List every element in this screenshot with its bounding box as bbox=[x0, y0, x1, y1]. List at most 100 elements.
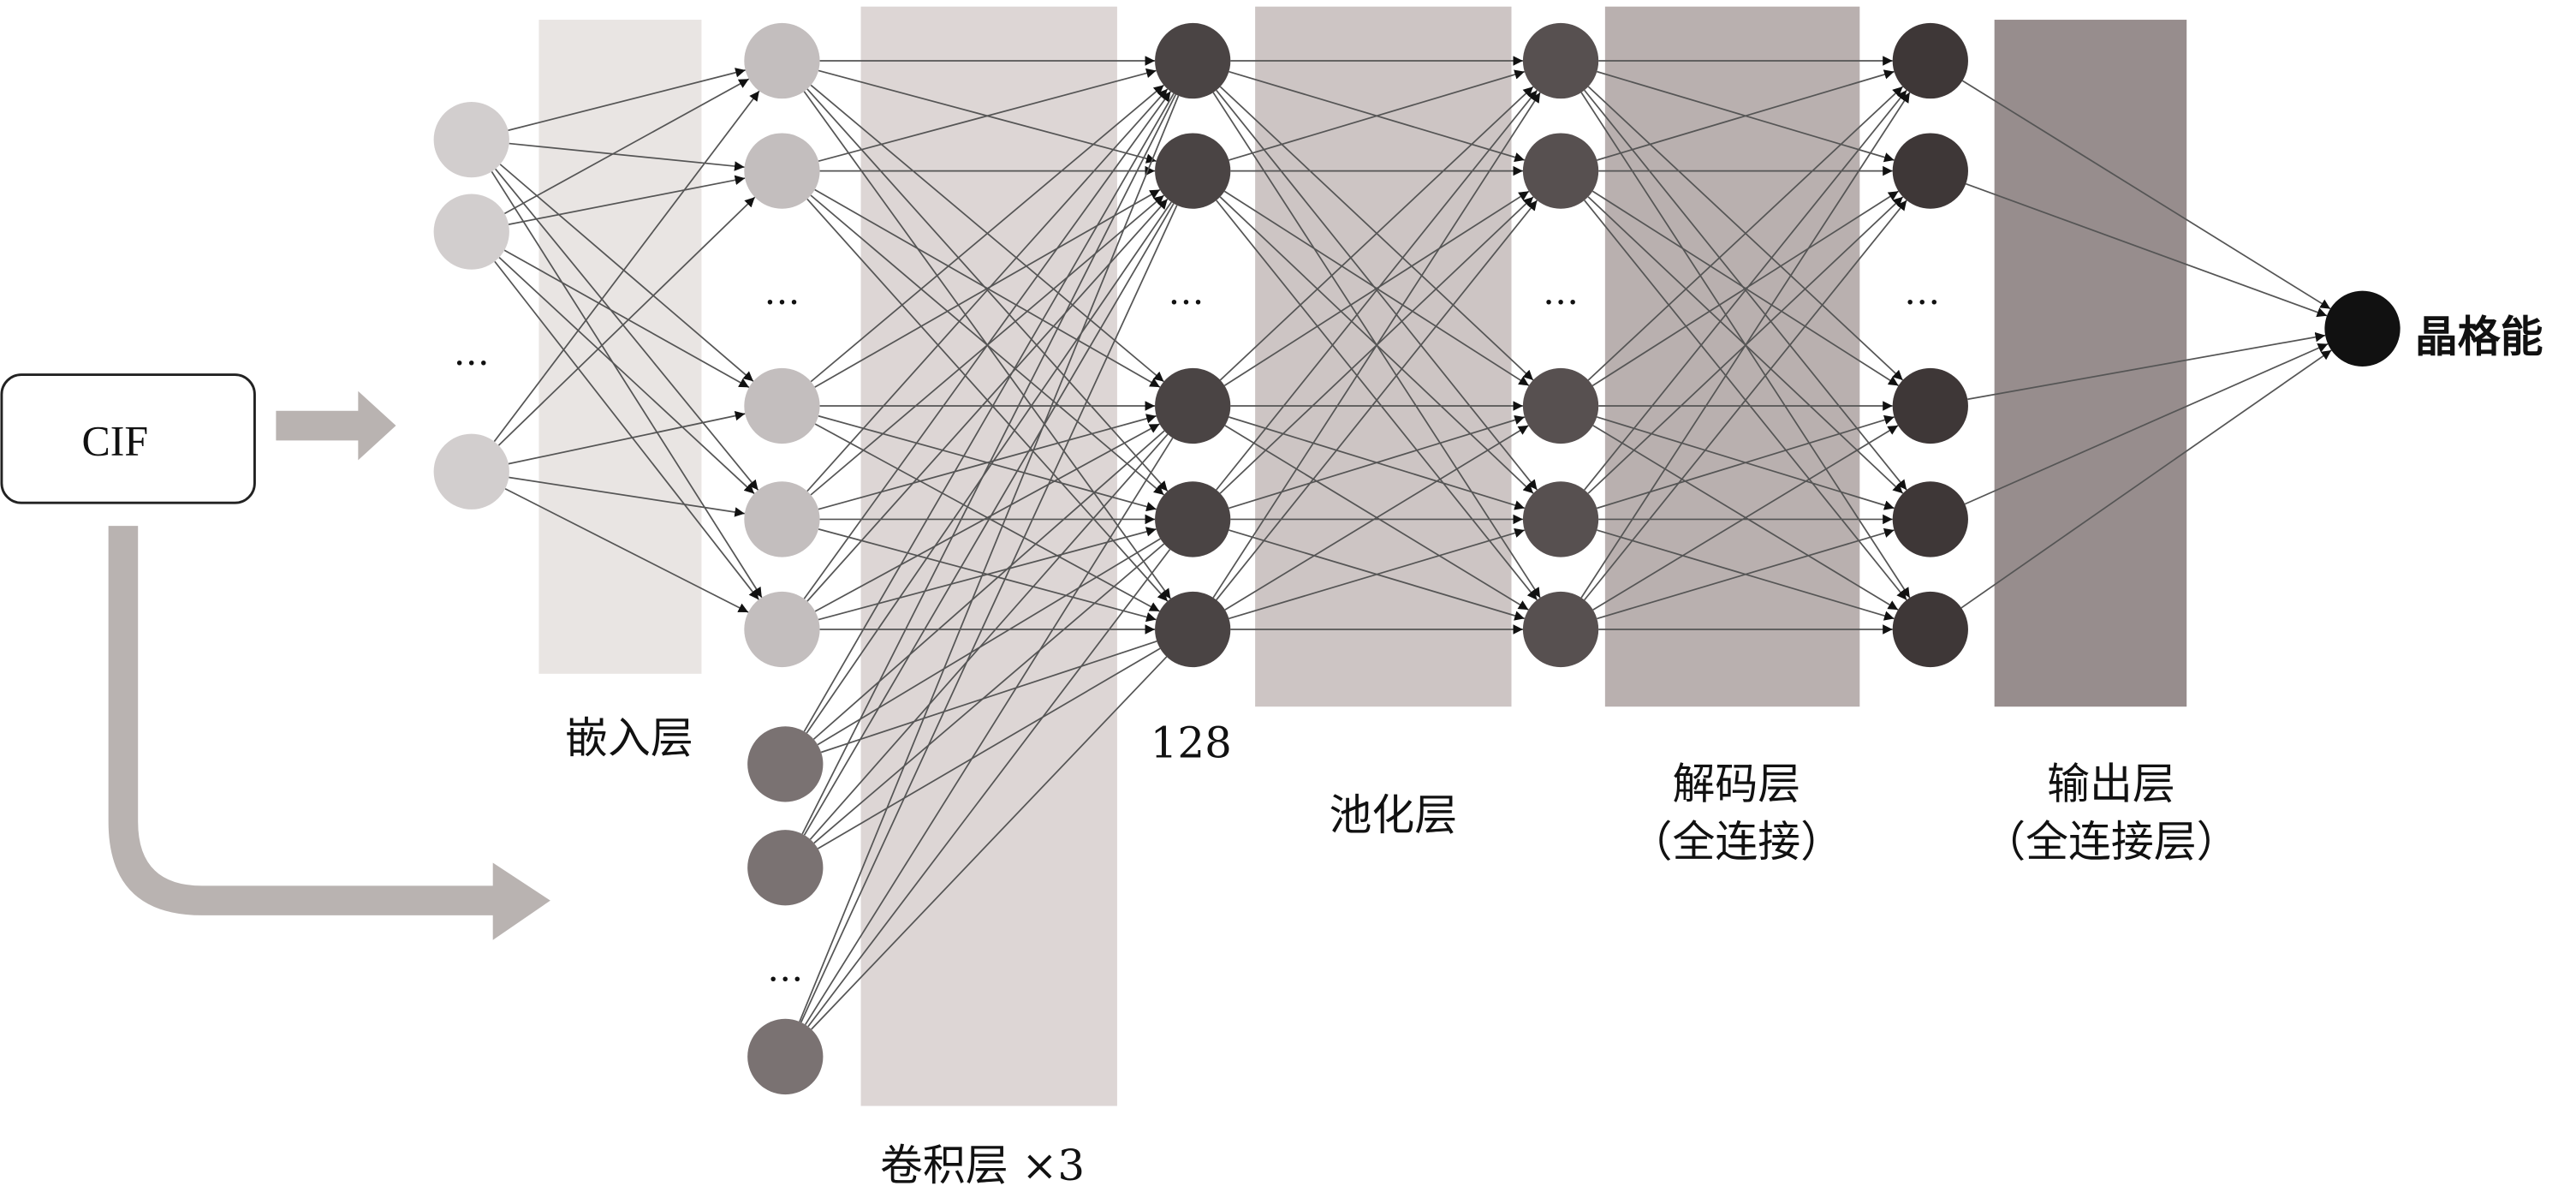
edge-extra-conv bbox=[817, 538, 1161, 746]
edge-extra-conv bbox=[804, 437, 1174, 1025]
right-arrow-icon bbox=[276, 390, 396, 461]
edge-input-embed bbox=[494, 260, 759, 600]
edge-extra-conv bbox=[801, 94, 1177, 835]
edge-conv-pool bbox=[1223, 190, 1530, 386]
edge-input-embed bbox=[499, 164, 754, 382]
edge-dec-target bbox=[1967, 331, 2326, 401]
edge-dec-target bbox=[1965, 182, 2328, 318]
edge-pool-dec bbox=[1584, 89, 1907, 491]
target-label: 晶格能 bbox=[2415, 312, 2543, 362]
dec-node bbox=[1892, 22, 1968, 99]
edge-input-embed bbox=[497, 196, 756, 446]
edge-input-embed bbox=[504, 487, 749, 613]
edge-input-embed bbox=[493, 90, 760, 443]
edge-embed-conv bbox=[814, 188, 1161, 388]
edge-embed-conv bbox=[806, 88, 1169, 492]
input-node bbox=[433, 433, 509, 510]
edge-embed-conv bbox=[814, 423, 1160, 612]
pooling-layer-label: 池化层 bbox=[1329, 790, 1457, 840]
edge-pool-dec bbox=[1587, 86, 1904, 381]
embed-node bbox=[744, 367, 820, 444]
edge-input-embed bbox=[498, 256, 755, 495]
extra-node bbox=[747, 726, 824, 802]
edge-conv-pool bbox=[1224, 425, 1529, 611]
edge-embed-conv bbox=[806, 198, 1169, 602]
edge-embed-conv bbox=[803, 91, 1172, 599]
pool-node bbox=[1522, 133, 1599, 209]
edge-extra-conv bbox=[800, 205, 1178, 1023]
dec-node bbox=[1892, 367, 1968, 444]
edge-dec-target bbox=[1961, 80, 2331, 310]
edge-conv-pool bbox=[1219, 86, 1534, 381]
edge-extra-conv bbox=[803, 92, 1175, 732]
edge-extra-conv bbox=[813, 543, 1165, 844]
edge-extra-conv bbox=[807, 549, 1171, 1028]
embed-node bbox=[744, 591, 820, 668]
pool-node bbox=[1522, 367, 1599, 444]
edge-conv-pool bbox=[1216, 200, 1538, 601]
conv-node bbox=[1155, 481, 1231, 557]
conv-layer-band bbox=[860, 6, 1117, 1106]
edge-pool-dec bbox=[1597, 527, 1895, 620]
edge-pool-dec bbox=[1592, 425, 1899, 611]
edge-extra-conv bbox=[809, 433, 1169, 840]
edge-conv-pool bbox=[1229, 527, 1526, 620]
extra-node bbox=[747, 1018, 824, 1095]
edge-input-embed bbox=[508, 410, 746, 465]
ellipsis-input: … bbox=[454, 331, 490, 373]
embed-node bbox=[744, 481, 820, 557]
cif-input-box bbox=[0, 373, 256, 504]
edge-extra-conv bbox=[799, 95, 1180, 1022]
dec-node bbox=[1892, 591, 1968, 668]
edge-embed-conv bbox=[818, 414, 1157, 510]
edge-conv-pool bbox=[1216, 89, 1538, 491]
embed-node bbox=[744, 133, 820, 209]
edge-extra-conv bbox=[803, 203, 1175, 836]
cif-label: CIF bbox=[82, 418, 149, 465]
extra-node bbox=[747, 830, 824, 906]
dec-node bbox=[1892, 133, 1968, 209]
conv-width-label: 128 bbox=[1151, 718, 1232, 768]
edge-dec-target bbox=[1960, 349, 2332, 609]
edge-input-embed bbox=[504, 78, 750, 215]
edge-extra-conv bbox=[817, 647, 1161, 849]
edge-extra-conv bbox=[812, 430, 1165, 740]
edge-conv-pool bbox=[1229, 414, 1526, 510]
conv-node bbox=[1155, 367, 1231, 444]
conv-node bbox=[1155, 133, 1231, 209]
embed-node bbox=[744, 22, 820, 99]
input-node bbox=[433, 102, 509, 178]
pool-node bbox=[1522, 481, 1599, 557]
decoder-layer-label: 解码层 bbox=[1673, 760, 1801, 809]
edge-embed-conv bbox=[810, 84, 1164, 383]
embedding-layer-label: 嵌入层 bbox=[565, 713, 693, 763]
edge-pool-dec bbox=[1596, 414, 1895, 510]
dec-node bbox=[1892, 481, 1968, 557]
edge-input-embed bbox=[508, 175, 746, 225]
nodes bbox=[433, 22, 2400, 1095]
output-layer-label: 输出层 bbox=[2047, 760, 2175, 809]
edge-pool-dec bbox=[1580, 92, 1911, 599]
edge-conv-pool bbox=[1229, 69, 1526, 161]
edge-conv-pool bbox=[1212, 92, 1541, 599]
ellipsis-extra: … bbox=[767, 948, 803, 990]
ellipsis-decoder: … bbox=[1904, 271, 1940, 313]
bent-arrow-icon bbox=[108, 526, 550, 940]
ellipsis-pool: … bbox=[1543, 271, 1579, 313]
edge-input-embed bbox=[509, 476, 745, 517]
ellipsis-conv: … bbox=[1168, 271, 1204, 313]
edge-extra-conv bbox=[820, 641, 1157, 754]
output-layer-band bbox=[1994, 20, 2187, 707]
pool-node bbox=[1522, 22, 1599, 99]
edge-input-embed bbox=[503, 249, 750, 389]
edge-embed-conv bbox=[818, 527, 1157, 621]
edge-dec-target bbox=[1964, 343, 2329, 505]
target-node bbox=[2324, 290, 2400, 367]
edge-input-embed bbox=[508, 68, 746, 132]
edge-extra-conv bbox=[811, 656, 1168, 1030]
edge-embed-conv bbox=[818, 68, 1157, 163]
decoder-layer-sublabel: （全连接） bbox=[1630, 817, 1843, 867]
edge-pool-dec bbox=[1591, 190, 1900, 387]
edge-pool-dec bbox=[1597, 69, 1895, 161]
